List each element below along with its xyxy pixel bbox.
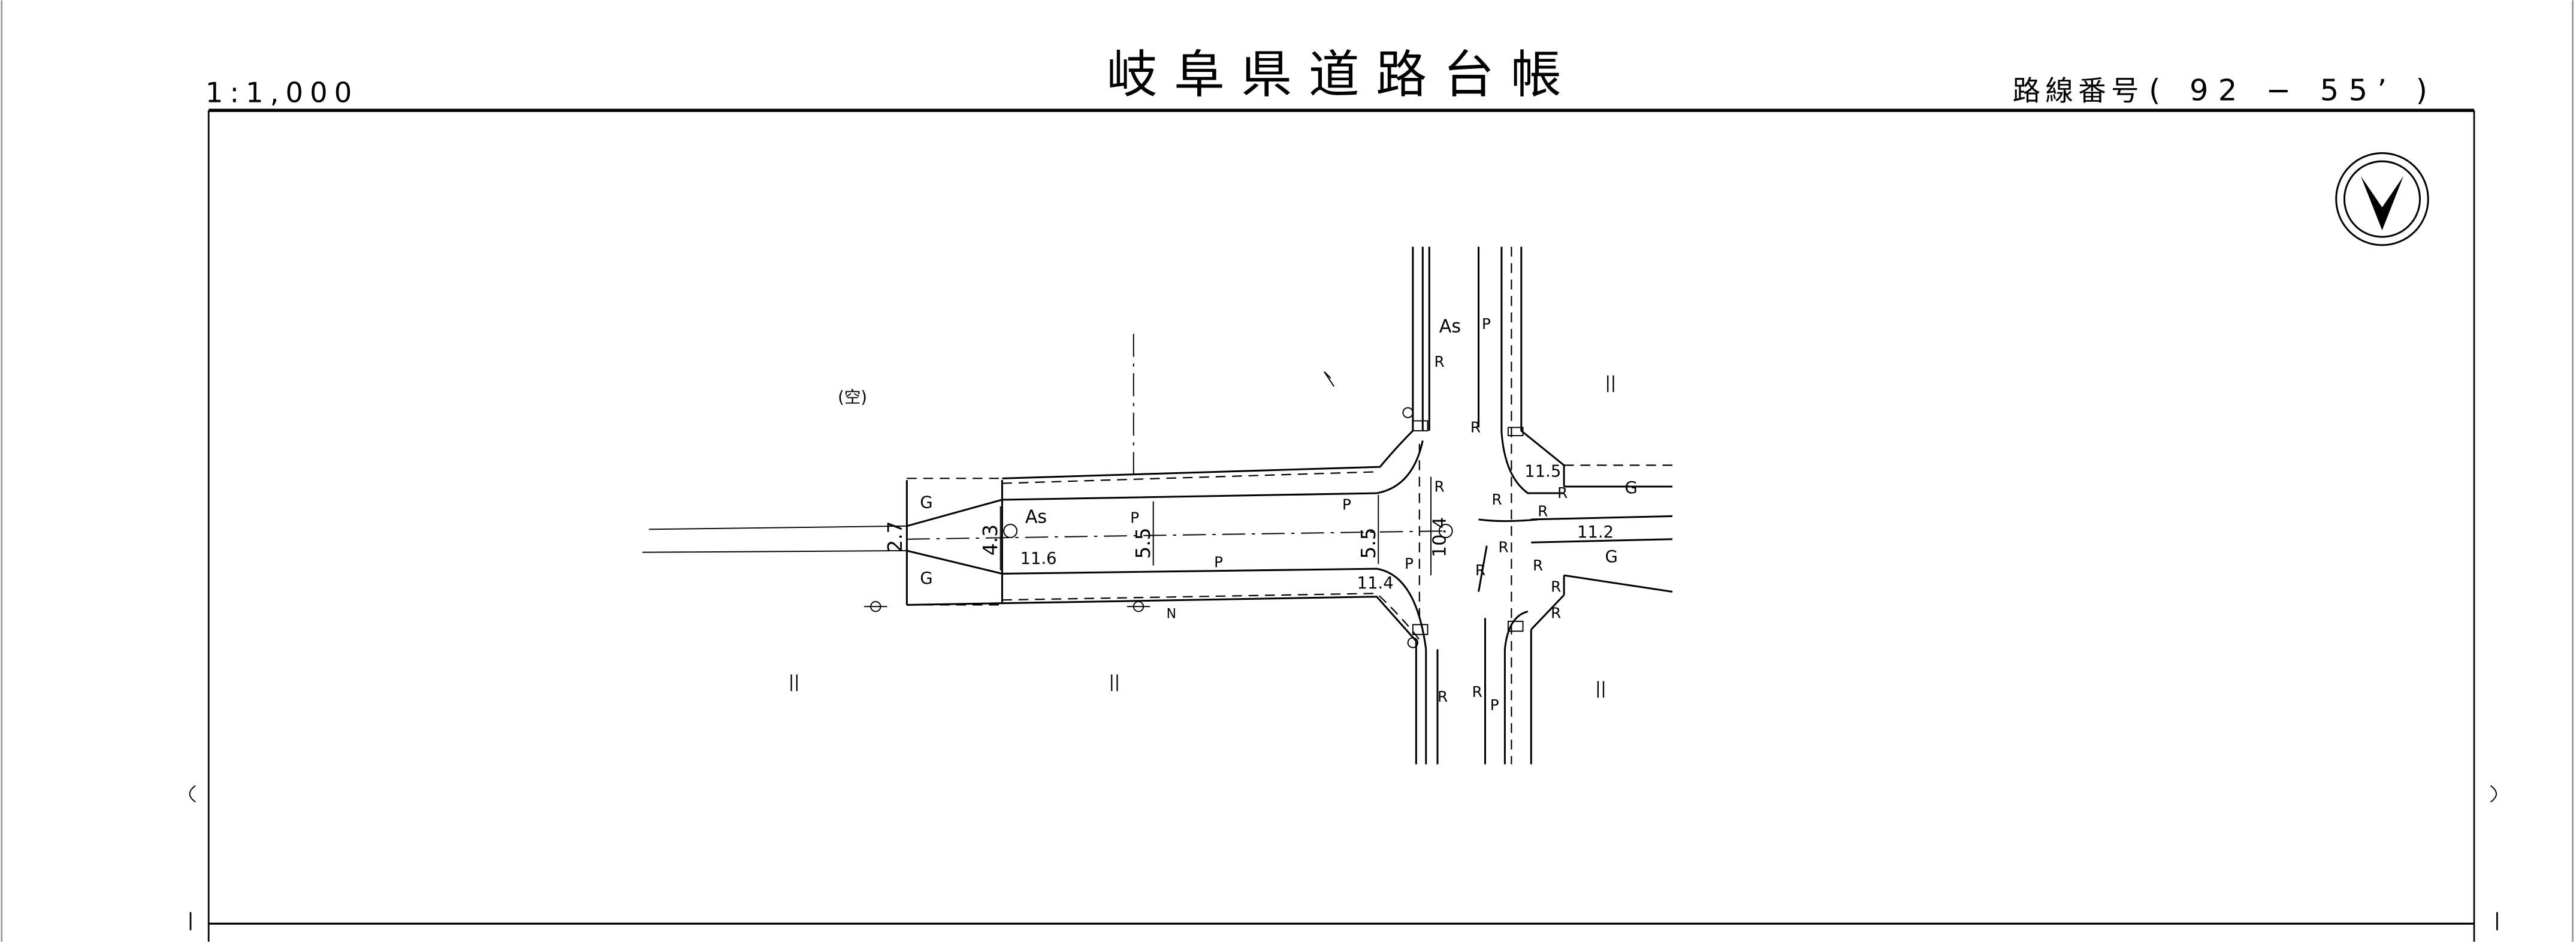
label-as-main: As [1025,506,1047,527]
label-g-nw: G [920,494,932,512]
dim-5-5-a: 5.5 [1131,527,1155,558]
label-g-sw: G [920,569,932,588]
paddy-symbol: || [1605,374,1616,393]
label-p: P [1214,553,1223,570]
binding-mark-left [189,785,196,803]
road-plan-drawing [642,246,1673,765]
dim-11-5: 11.5 [1524,463,1561,481]
label-p: P [1130,509,1139,526]
label-p: P [1405,555,1414,572]
route-label: 路線番号 [2013,75,2144,107]
dim-11-4: 11.4 [1357,574,1394,593]
north-arrow-icon [2335,152,2429,246]
label-r: R [1475,561,1485,579]
label-p: P [1482,315,1491,333]
paddy-symbol: || [789,673,799,692]
label-p: P [1342,496,1351,513]
dim-10-4: 10.4 [1430,517,1451,557]
label-n: N [1167,606,1176,621]
label-as-north: As [1439,316,1461,337]
dim-5-5-b: 5.5 [1357,527,1380,558]
label-vacant: (空) [838,388,867,407]
dim-11-6: 11.6 [1020,550,1057,568]
scale-label: 1:1,000 [206,76,358,108]
label-r: R [1435,353,1445,370]
label-r: R [1557,484,1568,502]
label-g-se: G [1605,548,1618,566]
dim-2-7: 2.7 [883,521,907,552]
dim-4-3: 4.3 [979,524,1002,555]
route-number: ( 92 − 55’ ) [2149,73,2437,108]
label-g-ne: G [1625,479,1638,497]
paddy-symbol: || [1109,673,1120,692]
binding-mark-right [2490,785,2497,803]
paddy-symbol: || [1595,680,1606,698]
label-r: R [1551,604,1561,621]
label-r: R [1538,502,1548,520]
label-r: R [1551,578,1561,596]
label-r: R [1472,683,1482,701]
drawing-labels: (空) As As G G G G 2.7 4.3 5.5 5.5 10.4 1… [789,315,1638,714]
label-p: P [1490,696,1499,714]
label-r: R [1491,491,1502,508]
label-r: R [1470,419,1481,436]
dim-11-2: 11.2 [1577,523,1614,542]
label-r: R [1435,478,1445,495]
label-r: R [1533,557,1543,574]
label-r: R [1498,539,1508,556]
page-title: 岐阜県道路台帳 [1107,46,1578,105]
label-r: R [1438,688,1448,705]
